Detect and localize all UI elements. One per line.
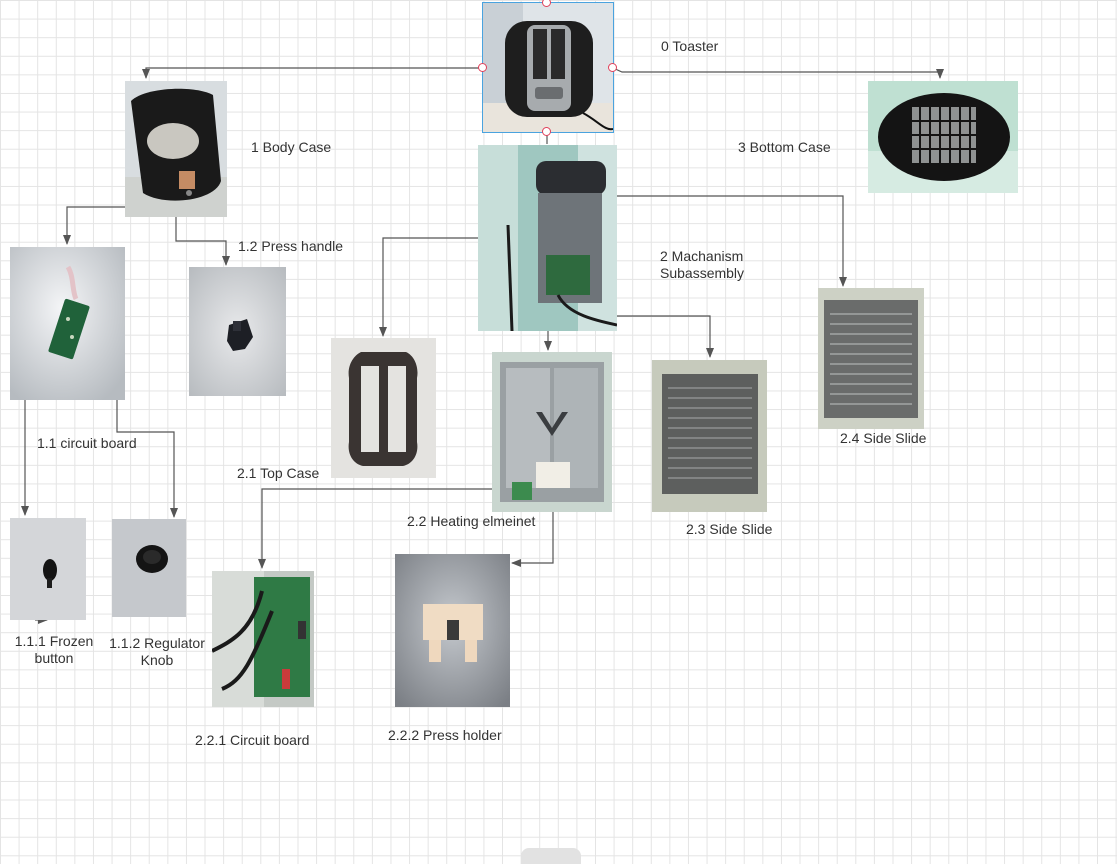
body-case-photo[interactable] <box>125 81 227 217</box>
side-slide-2-3-photo[interactable] <box>652 360 767 512</box>
bottom-case-photo[interactable] <box>868 81 1018 193</box>
label-top-case[interactable]: 2.1 Top Case <box>237 465 320 481</box>
press-holder-photo[interactable] <box>395 554 510 707</box>
label-regulator-knob-line-1: 1.1.2 Regulator <box>109 635 205 651</box>
selection-handle-top[interactable] <box>542 0 551 7</box>
label-regulator-knob[interactable]: 1.1.2 Regulator Knob <box>101 635 213 669</box>
side-slide-2-4-photo[interactable] <box>818 288 924 429</box>
side-slide-2-3-image <box>652 360 767 512</box>
heating-element-image <box>492 352 612 512</box>
regulator-knob-photo[interactable] <box>112 519 186 617</box>
circuit-board-1-1-photo[interactable] <box>10 247 125 400</box>
selection-border <box>482 2 614 133</box>
connector-circuit-regulator-knob <box>116 400 178 518</box>
circuit-board-2-2-1-photo[interactable] <box>212 571 314 707</box>
toaster-image <box>483 3 613 132</box>
circuit-board-2-2-1-image <box>212 571 314 707</box>
press-holder-image <box>395 554 510 707</box>
connector-mechanism-top-case <box>379 237 478 337</box>
label-frozen-button-line-2: button <box>34 650 74 666</box>
label-body-case[interactable]: 1 Body Case <box>251 139 332 155</box>
label-frozen-button-line-1: 1.1.1 Frozen <box>14 633 94 649</box>
mechanism-image <box>478 145 617 331</box>
circuit-board-1-1-image <box>10 247 125 400</box>
label-side-slide-2-3[interactable]: 2.3 Side Slide <box>686 521 773 537</box>
label-press-handle[interactable]: 1.2 Press handle <box>238 238 344 254</box>
label-press-holder[interactable]: 2.2.2 Press holder <box>388 727 502 743</box>
label-regulator-knob-line-2: Knob <box>140 652 174 668</box>
label-bottom-case[interactable]: 3 Bottom Case <box>738 139 831 155</box>
label-frozen-button[interactable]: 1.1.1 Frozen button <box>8 633 100 667</box>
heating-element-photo[interactable] <box>492 352 612 512</box>
selection-handle-left[interactable] <box>478 63 487 72</box>
label-circuit-board-1-1[interactable]: 1.1 circuit board <box>37 435 137 451</box>
selection-handle-bottom[interactable] <box>542 127 551 136</box>
connector-toaster-bottom-case <box>612 67 944 79</box>
toaster-photo[interactable] <box>483 3 613 132</box>
side-slide-2-4-image <box>818 288 924 429</box>
label-heating-element[interactable]: 2.2 Heating elmeinet <box>407 513 536 529</box>
body-case-image <box>125 81 227 217</box>
press-handle-photo[interactable] <box>189 267 286 396</box>
horizontal-scrollbar-thumb[interactable] <box>521 848 581 864</box>
label-toaster[interactable]: 0 Toaster <box>661 38 719 54</box>
label-mechanism-line-1: 2 Machanism <box>660 248 744 264</box>
regulator-knob-image <box>112 519 186 617</box>
connector-toaster-body-case <box>142 67 483 79</box>
selection-handle-right[interactable] <box>608 63 617 72</box>
frozen-button-image <box>10 518 86 620</box>
frozen-button-photo[interactable] <box>10 518 86 620</box>
connector-body-circuit-board <box>63 206 125 245</box>
label-side-slide-2-4[interactable]: 2.4 Side Slide <box>840 430 927 446</box>
connector-body-press-handle <box>175 217 230 266</box>
press-handle-image <box>189 267 286 396</box>
top-case-image <box>331 338 436 478</box>
label-circuit-board-2-2-1[interactable]: 2.2.1 Circuit board <box>195 732 310 748</box>
label-mechanism[interactable]: 2 Machanism Subassembly <box>660 248 744 282</box>
label-mechanism-line-2: Subassembly <box>660 265 745 281</box>
bottom-case-image <box>868 81 1018 193</box>
mechanism-photo[interactable] <box>478 145 617 331</box>
connector-mechanism-side-slide-2-3 <box>617 315 714 358</box>
top-case-photo[interactable] <box>331 338 436 478</box>
